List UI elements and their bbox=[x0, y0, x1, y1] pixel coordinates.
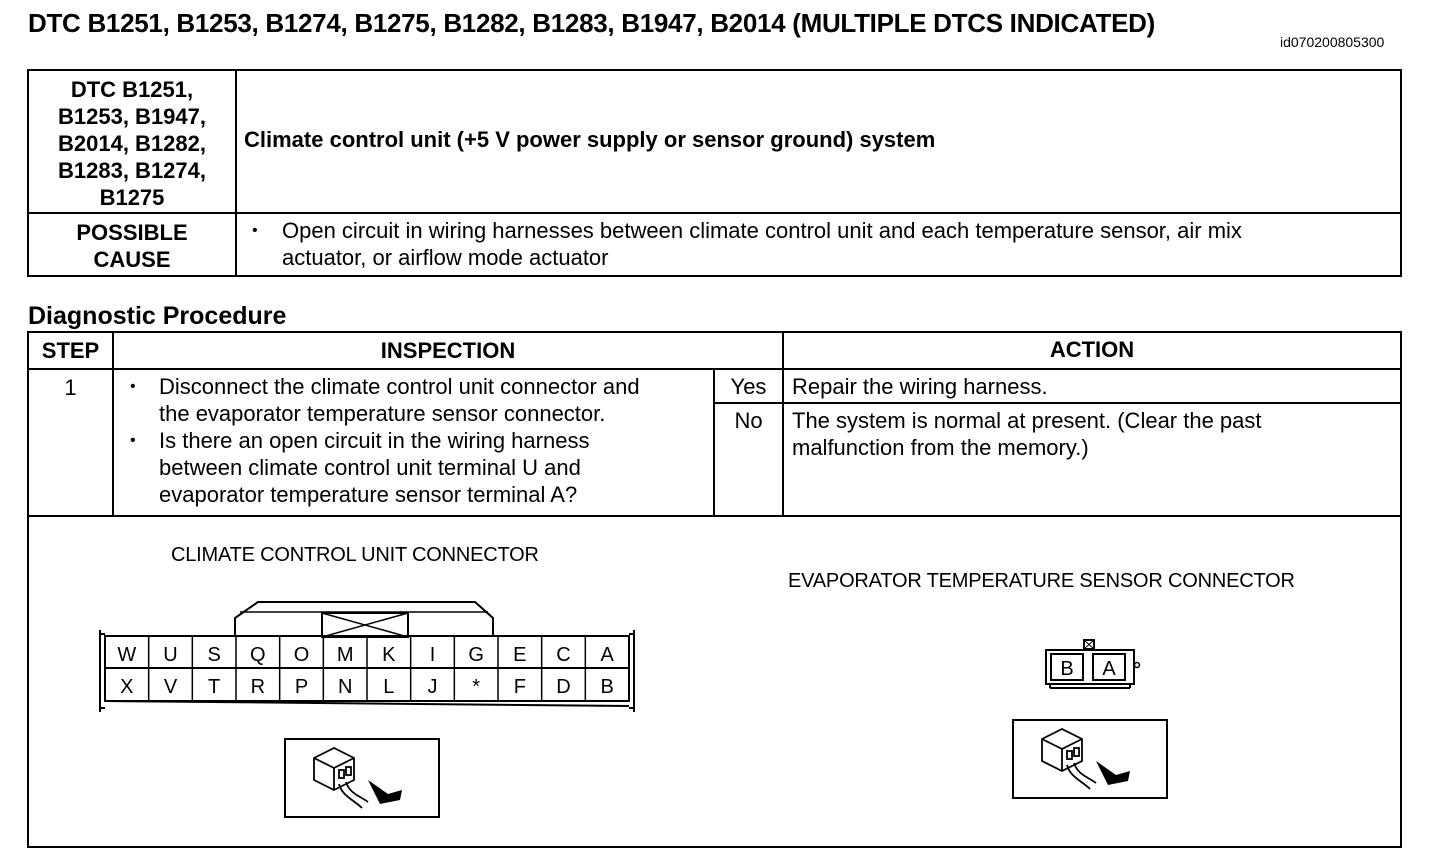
ccu-terminal-label: I bbox=[430, 644, 436, 666]
dtc-code-line: B1275 bbox=[99, 185, 165, 210]
dtc-code-cell: DTC B1251, B1253, B1947, B2014, B1282, B… bbox=[30, 76, 234, 211]
bullet-icon: • bbox=[252, 222, 258, 239]
step-header: STEP bbox=[41, 338, 100, 363]
evap-terminal-label: B bbox=[1060, 658, 1073, 680]
ccu-terminal-label: E bbox=[513, 644, 526, 666]
ccu-terminal-label: J bbox=[428, 676, 438, 698]
no-action-line: malfunction from the memory.) bbox=[792, 435, 1089, 460]
possible-cause-line: actuator, or airflow mode actuator bbox=[282, 245, 609, 270]
connector-view-icon bbox=[1012, 719, 1168, 799]
ccu-terminal-label: K bbox=[382, 644, 396, 666]
ccu-terminal-label: R bbox=[251, 676, 265, 698]
ccu-terminal-label: D bbox=[556, 676, 570, 698]
section-heading: Diagnostic Procedure bbox=[28, 302, 287, 330]
evap-connector-diagram: B A bbox=[1045, 639, 1141, 689]
ccu-terminal-label: M bbox=[337, 644, 354, 666]
dtc-code-line: B2014, B1282, bbox=[58, 131, 206, 156]
bullet-icon: • bbox=[130, 432, 136, 449]
yes-label: Yes bbox=[730, 374, 767, 399]
yes-action: Repair the wiring harness. bbox=[792, 374, 1048, 399]
document-id: id070200805300 bbox=[1280, 34, 1385, 50]
ccu-terminal-label: O bbox=[294, 644, 310, 666]
possible-cause-label-line: POSSIBLE bbox=[76, 220, 188, 245]
ccu-terminal-label: N bbox=[338, 676, 352, 698]
ccu-terminal-label: U bbox=[163, 644, 177, 666]
possible-cause-text: Open circuit in wiring harnesses between… bbox=[282, 217, 1242, 271]
ccu-connector-label: CLIMATE CONTROL UNIT CONNECTOR bbox=[171, 544, 539, 566]
ccu-terminal-label: W bbox=[117, 644, 136, 666]
bullet-icon: • bbox=[130, 378, 136, 395]
evap-terminal-label: A bbox=[1102, 658, 1116, 680]
possible-cause-label: POSSIBLE CAUSE bbox=[30, 219, 234, 273]
no-action: The system is normal at present. (Clear … bbox=[792, 407, 1262, 461]
ccu-terminal-label: F bbox=[514, 676, 526, 698]
ccu-terminal-label: G bbox=[468, 644, 484, 666]
ccu-terminal-label: P bbox=[295, 676, 308, 698]
ccu-terminal-label: V bbox=[164, 676, 178, 698]
action-header: ACTION bbox=[1049, 337, 1135, 362]
ccu-terminal-label: Q bbox=[250, 644, 266, 666]
inspection-header: INSPECTION bbox=[380, 338, 516, 363]
no-action-line: The system is normal at present. (Clear … bbox=[792, 408, 1262, 433]
system-description: Climate control unit (+5 V power supply … bbox=[244, 127, 936, 152]
inspection-item: Is there an open circuit in the wiring h… bbox=[159, 427, 589, 508]
no-label: No bbox=[734, 408, 763, 433]
possible-cause-label-line: CAUSE bbox=[93, 247, 171, 272]
inspection-line: evaporator temperature sensor terminal A… bbox=[159, 482, 578, 507]
ccu-connector-diagram: W U S Q O M K I G E C A X V T R P N L J * F D B bbox=[99, 601, 635, 712]
possible-cause-line: Open circuit in wiring harnesses between… bbox=[282, 218, 1242, 243]
page-title: DTC B1251, B1253, B1274, B1275, B1282, B… bbox=[28, 8, 1155, 38]
inspection-line: Disconnect the climate control unit conn… bbox=[159, 374, 640, 399]
ccu-terminal-label: A bbox=[600, 644, 614, 666]
ccu-terminal-label: B bbox=[600, 676, 613, 698]
ccu-terminal-label: X bbox=[120, 676, 133, 698]
inspection-item: Disconnect the climate control unit conn… bbox=[159, 373, 640, 427]
connector-view-icon bbox=[284, 738, 440, 818]
ccu-terminal-label: S bbox=[207, 644, 220, 666]
dtc-code-line: B1283, B1274, bbox=[58, 158, 206, 183]
ccu-terminal-label: * bbox=[472, 676, 480, 698]
ccu-terminal-label: L bbox=[383, 676, 394, 698]
evap-connector-label: EVAPORATOR TEMPERATURE SENSOR CONNECTOR bbox=[788, 570, 1295, 592]
dtc-code-line: B1253, B1947, bbox=[58, 104, 206, 129]
step-number: 1 bbox=[64, 375, 77, 400]
inspection-line: the evaporator temperature sensor connec… bbox=[159, 401, 606, 426]
ccu-terminal-label: T bbox=[208, 676, 220, 698]
dtc-code-line: DTC B1251, bbox=[70, 77, 194, 102]
ccu-terminal-label: C bbox=[556, 644, 570, 666]
inspection-line: between climate control unit terminal U … bbox=[159, 455, 581, 480]
inspection-line: Is there an open circuit in the wiring h… bbox=[159, 428, 590, 453]
